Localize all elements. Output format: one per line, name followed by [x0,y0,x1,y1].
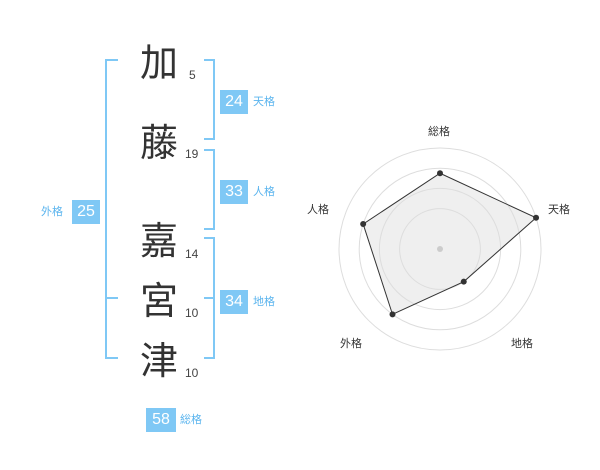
radar-point-3 [389,311,396,318]
soukaku-label: 総格 [180,413,202,426]
radar-ring [358,167,522,331]
radar-point-2 [460,278,467,285]
stroke-count-4: 10 [185,306,199,320]
stroke-count-1: 5 [189,68,196,82]
stroke-count-3: 14 [185,247,199,261]
radar-data-outline [362,172,537,316]
radar-ring [338,147,542,351]
name-char-3: 嘉 [140,219,179,263]
radar-axis-label-tenkaku: 天格 [548,203,570,216]
name-char-1: 加 [140,41,179,85]
jinkaku-value-badge: 33 [220,180,248,204]
radar-axis-label-chikaku: 地格 [511,337,533,350]
radar-point-1 [533,214,540,221]
chikaku-value-badge: 34 [220,290,248,314]
chikaku-label: 地格 [253,295,275,308]
tenkaku-value-badge: 24 [220,90,248,114]
name-char-2: 藤 [140,121,179,165]
radar-axis-label-gaikaku: 外格 [340,337,362,350]
radar-ring [399,208,481,290]
jinkaku-label: 人格 [253,185,275,198]
radar-point-0 [437,170,443,177]
radar-point-4 [360,221,367,228]
tenkaku-label: 天格 [253,95,275,108]
name-char-4: 宮 [140,279,179,323]
soukaku-value-badge: 58 [146,408,176,432]
gaikaku-label: 外格 [41,205,63,218]
radar-axis-label-soukaku: 総格 [428,125,450,138]
radar-center-dot [437,246,443,252]
stroke-count-5: 10 [185,366,199,380]
radar-axis-label-jinkaku: 人格 [307,203,329,216]
radar-data-area [363,173,537,315]
name-char-5: 津 [140,339,179,383]
gaikaku-value-badge: 25 [72,200,100,224]
stroke-count-2: 19 [185,147,199,161]
